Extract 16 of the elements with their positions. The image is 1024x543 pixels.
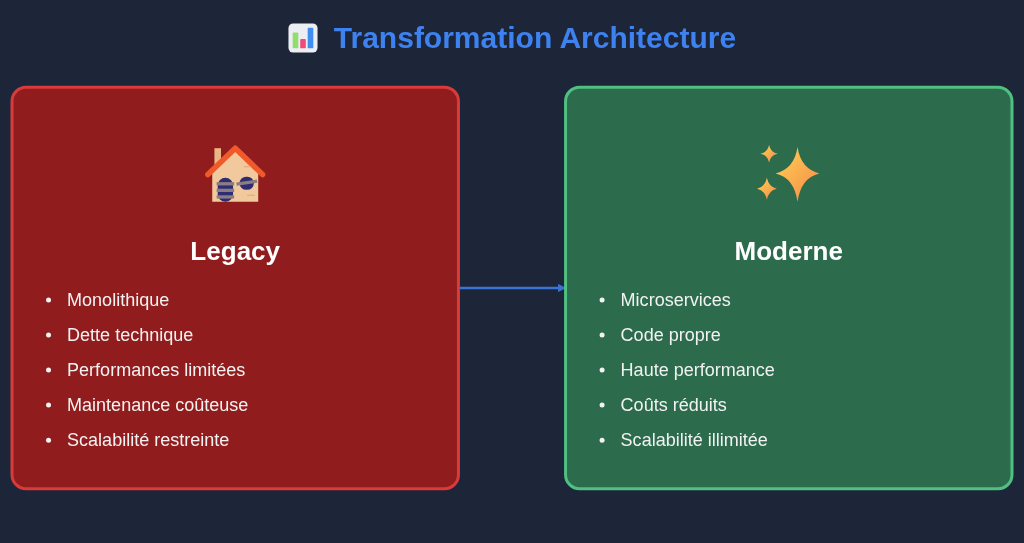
- card-heading: Legacy: [190, 235, 281, 269]
- diagram-title: Transformation Architecture: [333, 20, 737, 56]
- list-item: Code propre: [595, 317, 721, 353]
- card-heading: Moderne: [734, 235, 843, 269]
- list-item: Haute performance: [595, 352, 775, 388]
- card-panel: [10, 85, 460, 491]
- list-item: Maintenance coûteuse: [42, 387, 249, 423]
- list-item: Performances limitées: [42, 352, 246, 388]
- list-item: Coûts réduits: [595, 387, 727, 423]
- list-item: Scalabilité illimitée: [595, 422, 768, 458]
- card-panel: [564, 85, 1014, 491]
- arrow: [458, 283, 566, 293]
- list-item: Dette technique: [42, 317, 194, 353]
- list-item: Scalabilité restreinte: [42, 422, 230, 458]
- list-item: Microservices: [595, 282, 731, 318]
- list-item: Monolithique: [42, 282, 170, 318]
